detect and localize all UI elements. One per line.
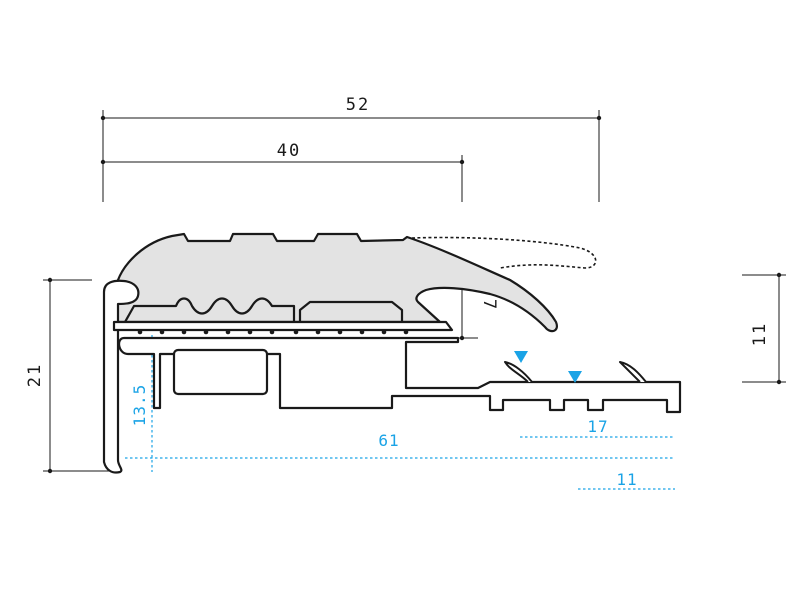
blue-dimension-lines [125, 335, 675, 490]
lip-alternative-outline [411, 236, 597, 269]
dimension-base-width-label: 61 [378, 431, 399, 450]
dimension-base-height-label: 13.5 [130, 384, 149, 427]
triangle-marker-icon [568, 371, 582, 383]
insert-tread [112, 232, 558, 333]
base-profile-body [118, 336, 682, 414]
dimension-right-height-label: 11 [750, 322, 770, 346]
bead-row [137, 329, 409, 335]
dimension-total-height-label: 21 [25, 363, 45, 387]
triangle-marker-icon [514, 351, 528, 363]
dimension-total-height [43, 277, 120, 474]
front-nose-leg [102, 279, 140, 474]
dimension-lip-height-label: 7 [479, 299, 499, 311]
insert-underside-grooves [124, 297, 404, 323]
dimension-right-height [742, 272, 786, 385]
dimension-fixing-zone-label: 17 [587, 417, 608, 436]
hollow-chamber [172, 348, 269, 396]
dimension-insert-width [100, 155, 465, 202]
fixing-barb-right [619, 361, 647, 383]
dimension-insert-width-label: 40 [277, 141, 301, 161]
dimension-overall-width-label: 52 [346, 95, 370, 115]
insert-channel-plate [112, 320, 454, 332]
dimension-tail-width-label: 11 [616, 470, 637, 489]
dimension-overall-width [100, 110, 602, 202]
fixing-barb-left [504, 361, 533, 383]
